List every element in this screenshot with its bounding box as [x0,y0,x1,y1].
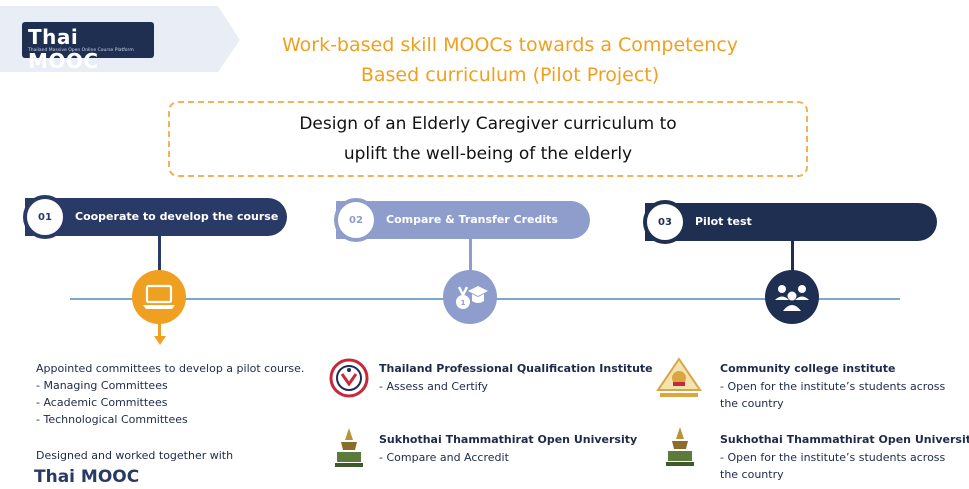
svg-text:1: 1 [461,299,466,307]
stou-seal-icon [666,427,694,466]
step-2-partner-2-note: - Compare and Accredit [379,451,509,464]
laptop-icon [143,284,175,309]
step-2-banner: 02 Compare & Transfer Credits [334,198,590,242]
step-2-node: 1 [443,270,497,324]
step-3-number: 03 [643,200,687,244]
step-1-item-3: - Technological Committees [36,413,188,426]
graduation-medal-icon: 1 [456,286,488,309]
step-3-partner-1-note-cont: the country [720,397,784,410]
step-1-item-1: - Managing Committees [36,379,168,392]
step-3-node [765,270,819,324]
step-3-connector [791,241,794,274]
step-1-intro: Appointed committees to develop a pilot … [36,362,305,375]
focus-line-2: uplift the well-being of the elderly [343,144,633,164]
step-2-partner-1-note: - Assess and Certify [379,380,488,393]
step-1-number: 01 [23,195,67,239]
step-3-partner-2-note: - Open for the institute’s students acro… [720,451,946,464]
stou-seal-icon [335,428,363,467]
step-2-number: 02 [334,198,378,242]
step-1-connector [158,236,161,274]
logo-tagline: Thailand Massive Open Online Course Plat… [28,48,134,53]
community-college-seal-icon [656,357,702,397]
step-1-label: Cooperate to develop the course [75,210,279,223]
title-line-1: Work-based skill MOOCs towards a Compete… [281,34,739,56]
step-1-banner: 01 Cooperate to develop the course [23,195,287,239]
step-2-connector [469,239,472,274]
step-1-arrow-head [153,336,166,345]
group-people-icon [775,285,809,311]
step-2-partner-2-name: Sukhothai Thammathirat Open University [379,433,638,446]
step-1-item-2: - Academic Committees [36,396,168,409]
step-3-banner: 03 Pilot test [643,200,937,244]
logo-text: Thai MOOC [28,25,99,73]
step-3-partner-1-note: - Open for the institute’s students acro… [720,380,946,393]
step-3-partner-1-name: Community college institute [720,362,896,375]
step-1-node [132,270,186,324]
step-2-label: Compare & Transfer Credits [386,213,558,226]
step-3-partner-2-name: Sukhothai Thammathirat Open University [720,433,969,446]
focus-line-1: Design of an Elderly Caregiver curriculu… [299,114,677,134]
tpqi-seal-icon [329,358,369,398]
step-1-footer: Designed and worked together with [36,449,234,462]
title-line-2: Based curriculum (Pilot Project) [360,64,660,86]
page-title: Work-based skill MOOCs towards a Compete… [240,30,780,90]
step-2-partner-1-name: Thailand Professional Qualification Inst… [379,362,653,375]
step-3-label: Pilot test [695,215,752,228]
thai-mooc-footer-logo: Thai MOOC [34,467,140,487]
step-3-partner-2-note-cont: the country [720,468,784,481]
thai-mooc-logo: Thai MOOC Thailand Massive Open Online C… [22,22,154,73]
logo-band: Thai MOOC Thailand Massive Open Online C… [0,0,240,73]
curriculum-focus-box: Design of an Elderly Caregiver curriculu… [168,101,808,177]
step-1-arrow-stem [158,322,161,336]
